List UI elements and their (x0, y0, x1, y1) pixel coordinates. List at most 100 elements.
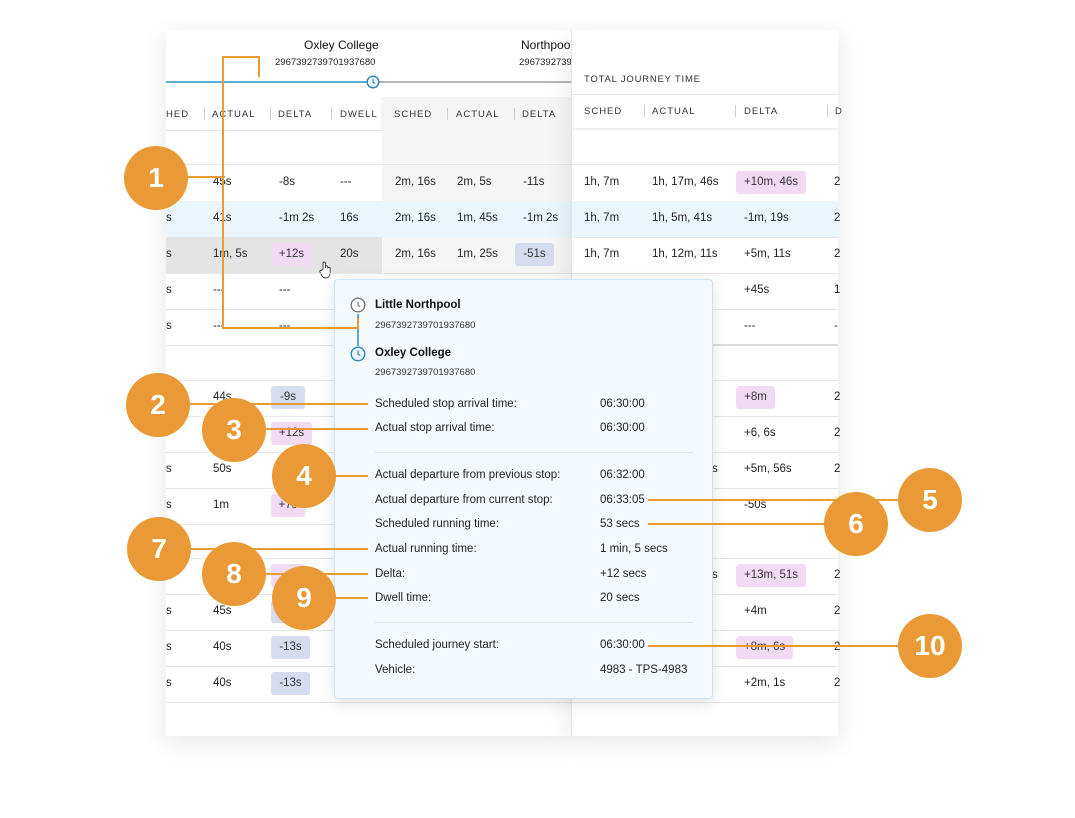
journey-cut: 1 (834, 284, 841, 296)
journey-column-sched[interactable]: SCHED (584, 106, 623, 117)
cell-actual-2: 1m, 25s (457, 248, 498, 260)
journey-column-delta[interactable]: DELTA (744, 106, 779, 117)
callout-2: 2 (126, 373, 190, 437)
journey-delta: -50s (744, 499, 767, 511)
table-row[interactable]: +12s (166, 416, 571, 452)
journey-cut: 2 (834, 248, 841, 260)
delta-2-badge[interactable]: -51s (515, 243, 554, 266)
cell-sched-cut: s (166, 463, 172, 475)
journey-row[interactable]: s +5m, 56s 2 (572, 452, 841, 488)
column-header-actual[interactable]: ACTUAL (212, 109, 256, 120)
from-stop-id: 2967392739701937680 (375, 320, 476, 331)
cell-delta: -1m 2s (279, 212, 315, 224)
sched-arrival-value: 06:30:00 (600, 398, 645, 410)
journey-delta: +45s (744, 284, 770, 296)
delta-value: +12 secs (600, 568, 647, 580)
journey-cut: 2 (834, 463, 841, 475)
stop-id-northpool: 2967392739 (519, 57, 572, 68)
cell-actual: 50s (213, 463, 232, 475)
cell-sched-cut: s (166, 248, 172, 260)
delta-badge[interactable]: -13s (271, 672, 310, 695)
journey-row[interactable]: +8m, 6s 2 (572, 630, 841, 666)
cell-actual: 40s (213, 641, 232, 653)
callout-1-line (187, 176, 223, 178)
cell-actual: 1m (213, 499, 229, 511)
journey-delta: +5m, 56s (744, 463, 792, 475)
column-header-sched[interactable]: SCHED (394, 109, 433, 120)
cell-delta: --- (279, 320, 291, 332)
column-header-sched-cut[interactable]: HED (166, 109, 190, 120)
journey-delta-badge[interactable]: +8m (736, 386, 775, 409)
journey-cut: 2 (834, 176, 841, 188)
column-header-delta[interactable]: DELTA (278, 109, 313, 120)
column-header-delta-2[interactable]: DELTA (522, 109, 557, 120)
journey-row[interactable]: --- - (572, 309, 838, 345)
stop-name-oxley: Oxley College (304, 38, 379, 52)
delta-badge[interactable]: -13s (271, 636, 310, 659)
stop-name-northpool: Northpoo (521, 38, 571, 52)
dep-curr-label: Actual departure from current stop: (375, 494, 553, 506)
clock-icon[interactable] (366, 75, 380, 89)
journey-delta-badge[interactable]: +8m, 6s (736, 636, 793, 659)
to-stop-name: Oxley College (375, 347, 452, 359)
journey-sched: 1h, 7m (584, 176, 620, 188)
cell-dwell: 20s (340, 248, 359, 260)
callout-1-bracket-top (222, 56, 260, 58)
table-row[interactable]: s --- --- (166, 273, 571, 309)
actual-arrival-label: Actual stop arrival time: (375, 422, 495, 434)
column-header-dwell[interactable]: DWELL (340, 109, 378, 120)
journey-row[interactable]: 1h, 7m 1h, 17m, 46s +10m, 46s 2 (572, 165, 841, 201)
callout-7-line (190, 548, 368, 550)
dep-prev-value: 06:32:00 (600, 469, 645, 481)
journey-actual: 1h, 12m, 11s (652, 248, 718, 260)
cell-sched-cut: s (166, 641, 172, 653)
journey-column-actual[interactable]: ACTUAL (652, 106, 696, 117)
journey-row[interactable]: +8m 2 (572, 380, 840, 416)
callout-1-bracket-bottom-rise (357, 318, 359, 329)
table-row[interactable]: s 50s (166, 452, 571, 488)
cell-actual: 40s (213, 677, 232, 689)
journey-row[interactable]: +2m, 1s 2 (572, 666, 840, 702)
actual-run-value: 1 min, 5 secs (600, 543, 668, 555)
journey-sched: 1h, 7m (584, 248, 620, 260)
cell-sched: 2m, 16s (395, 248, 436, 260)
journey-row[interactable]: +6, 6s 2 (572, 416, 840, 452)
table-row[interactable]: s 40s -13s (166, 630, 571, 666)
journey-start-value: 06:30:00 (600, 639, 645, 651)
to-stop-id: 2967392739701937680 (375, 367, 476, 378)
journey-delta: +5m, 11s (744, 248, 791, 260)
journey-delta-badge[interactable]: +13m, 51s (736, 564, 806, 587)
callout-6: 6 (824, 492, 888, 556)
journey-cut: 2 (834, 641, 841, 653)
callout-6-line (648, 523, 824, 525)
journey-cut: - (834, 320, 838, 332)
table-row[interactable]: s 40s -13s (166, 666, 571, 702)
cell-sched-cut: s (166, 212, 172, 224)
dwell-label: Dwell time: (375, 592, 432, 604)
route-connector (357, 314, 359, 346)
column-header-actual-2[interactable]: ACTUAL (456, 109, 500, 120)
table-row-highlighted[interactable]: s 41s -1m 2s 16s 2m, 16s 1m, 45s -1m 2s (166, 201, 571, 237)
delta-badge[interactable]: +12s (271, 243, 312, 266)
callout-1-bracket-left (222, 56, 224, 329)
cell-dwell: 16s (340, 212, 359, 224)
cell-dwell: --- (340, 176, 352, 188)
vehicle-value: 4983 - TPS-4983 (600, 664, 688, 676)
journey-column-cut[interactable]: D (835, 106, 843, 117)
journey-start-label: Scheduled journey start: (375, 639, 500, 651)
table-row[interactable]: s --- --- (166, 309, 571, 345)
callout-5: 5 (898, 468, 962, 532)
journey-actual: 1h, 5m, 41s (652, 212, 713, 224)
journey-row[interactable]: +4m 2 (572, 594, 840, 630)
table-row-hovered[interactable]: s 1m, 5s +12s 20s 2m, 16s 1m, 25s -51s (166, 237, 571, 279)
callout-5-line (648, 499, 900, 501)
table-row[interactable]: 45s -8s --- 2m, 16s 2m, 5s -11s (166, 165, 571, 201)
journey-row[interactable]: +45s 1 (572, 273, 841, 309)
delta-badge[interactable]: -9s (271, 386, 305, 409)
journey-delta-badge[interactable]: +10m, 46s (736, 171, 806, 194)
journey-delta: --- (744, 320, 756, 332)
journey-row-highlighted[interactable]: 1h, 7m 1h, 5m, 41s -1m, 19s 2 (572, 201, 840, 237)
journey-row[interactable]: s +13m, 51s 2 (572, 558, 840, 594)
journey-row[interactable]: 1h, 7m 1h, 12m, 11s +5m, 11s 2 (572, 237, 841, 273)
delta-badge[interactable]: +12s (271, 422, 312, 445)
